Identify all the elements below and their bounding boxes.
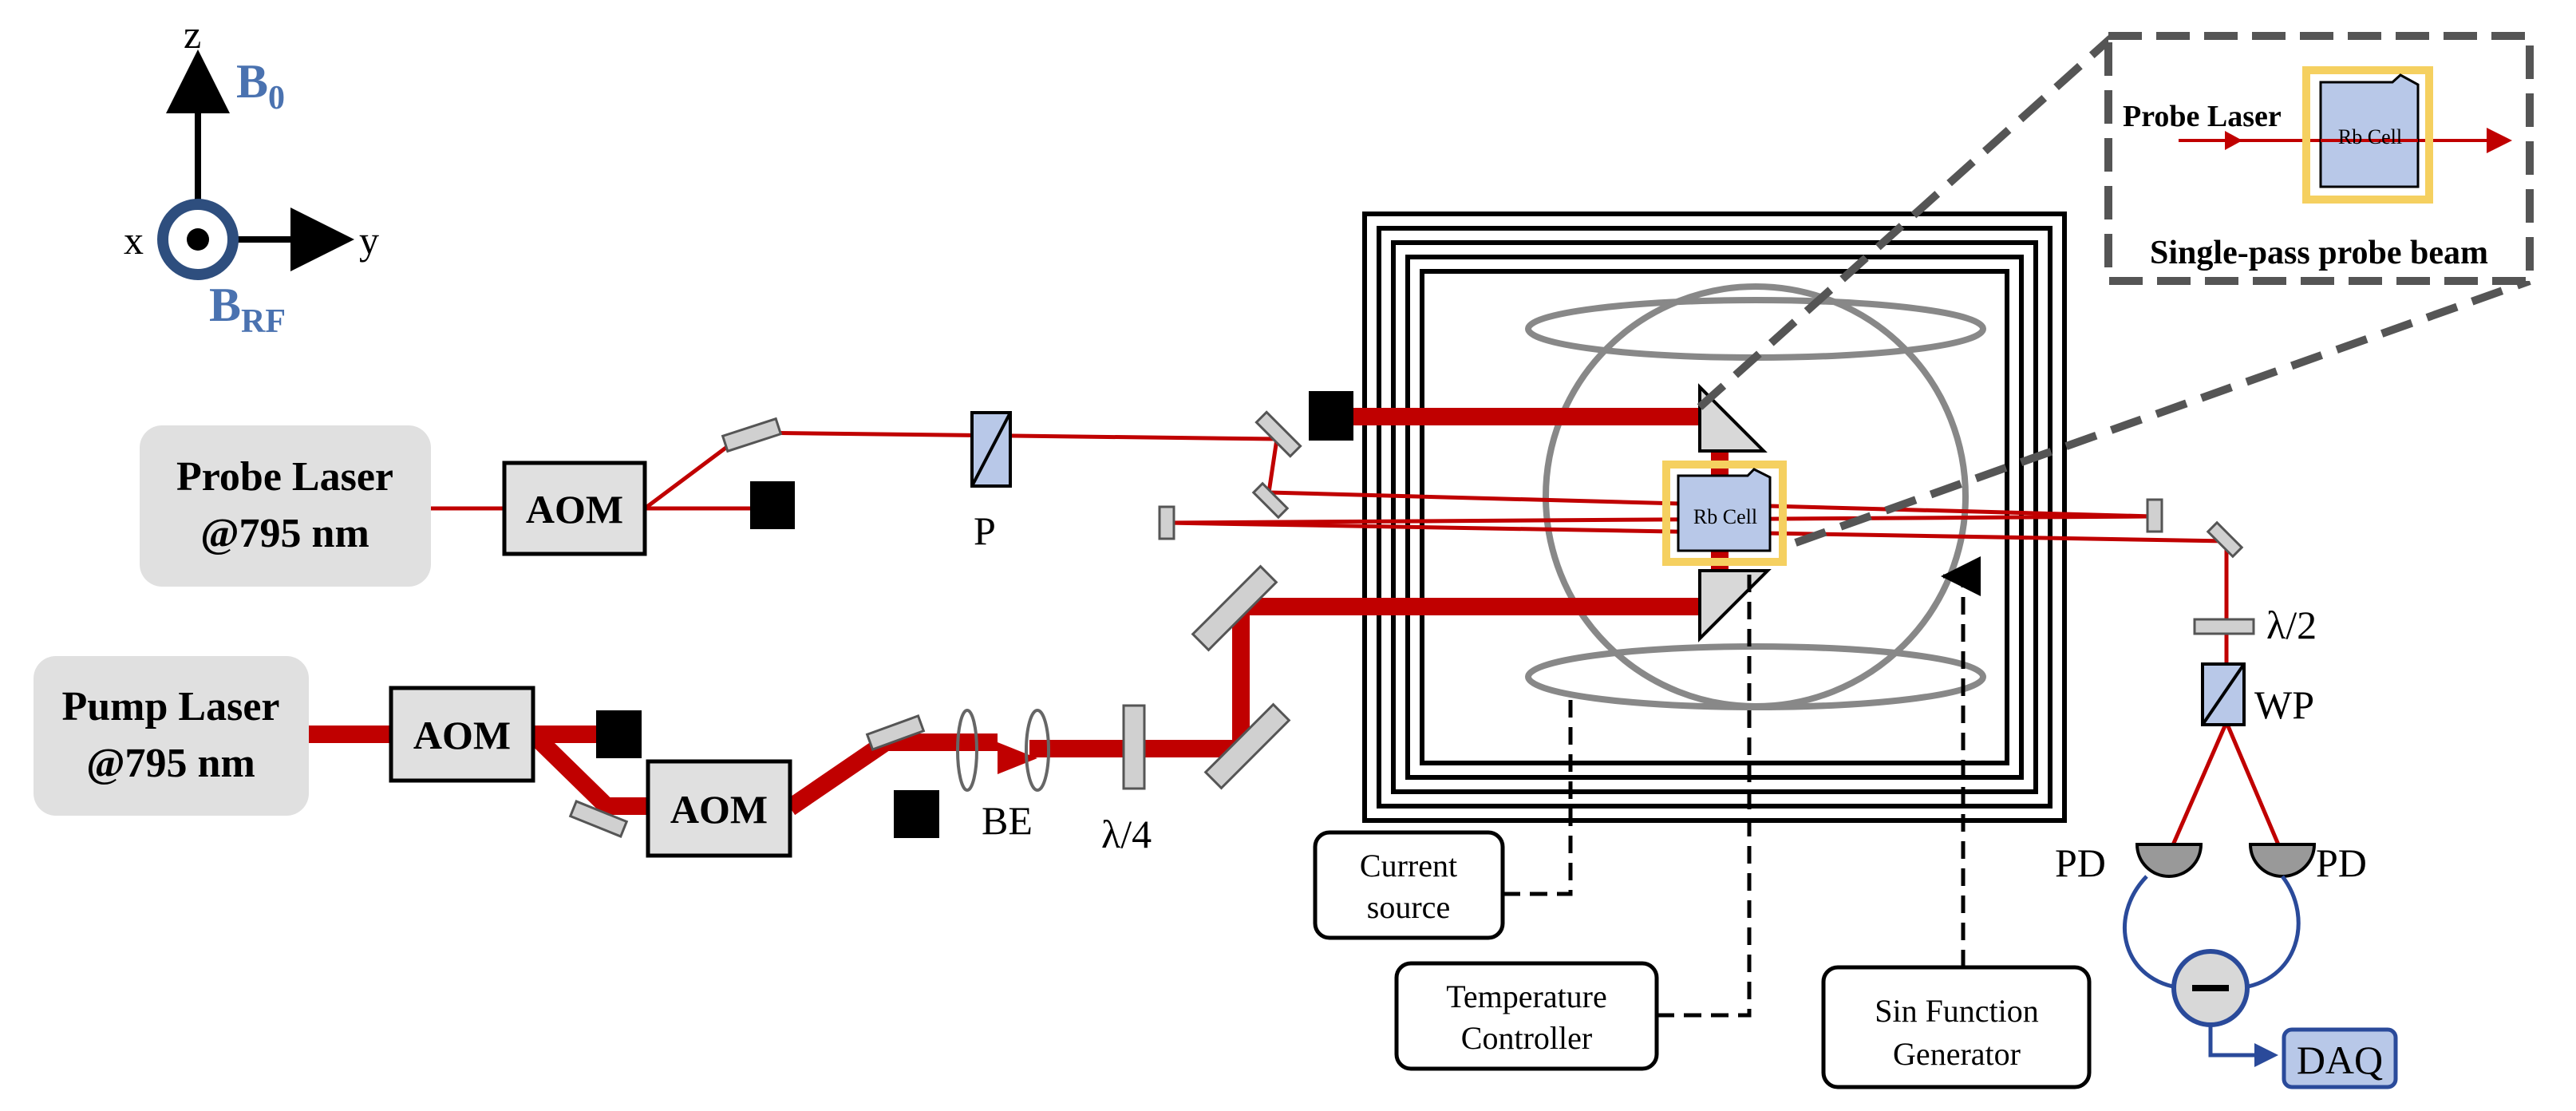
probe-laser: Probe Laser @795 nm bbox=[140, 425, 431, 587]
svg-text:Generator: Generator bbox=[1893, 1036, 2021, 1072]
rf-coil bbox=[1543, 283, 1969, 710]
quarter-wave-label: λ/4 bbox=[1101, 812, 1152, 856]
svg-text:B0: B0 bbox=[236, 55, 285, 117]
beam-dump bbox=[1309, 391, 1353, 441]
rb-cell: Rb Cell bbox=[1662, 461, 1787, 566]
control-connections bbox=[1503, 556, 1981, 1018]
mirror bbox=[1203, 702, 1291, 790]
svg-text:Temperature: Temperature bbox=[1446, 979, 1607, 1014]
mirror bbox=[1251, 481, 1290, 520]
x-axis-out-of-plane-icon bbox=[157, 199, 239, 280]
svg-text:Sin Function: Sin Function bbox=[1875, 993, 2039, 1029]
mirror bbox=[2146, 498, 2163, 533]
polarizer-label: P bbox=[974, 508, 996, 553]
signal-chain: DAQ bbox=[2122, 875, 2398, 1089]
aom-probe: AOM bbox=[502, 461, 647, 556]
daq-label: DAQ bbox=[2297, 1038, 2383, 1082]
svg-text:AOM: AOM bbox=[413, 713, 511, 757]
beam-expander: BE bbox=[956, 709, 1050, 843]
photodiodes: PD PD bbox=[2055, 840, 2367, 885]
helmholtz-coil-top bbox=[1525, 297, 1986, 361]
aom-pump-1: AOM bbox=[389, 686, 535, 783]
inset-callout-lines bbox=[1697, 35, 2531, 547]
half-wave-plate: λ/2 bbox=[2193, 603, 2317, 647]
wollaston-prism: WP bbox=[2201, 662, 2314, 727]
beam-dump bbox=[750, 481, 795, 529]
inset-probe-label: Probe Laser bbox=[2123, 100, 2282, 133]
pump-laser: Pump Laser @795 nm bbox=[34, 656, 309, 816]
svg-text:AOM: AOM bbox=[526, 487, 623, 532]
photodiode-right-label: PD bbox=[2316, 840, 2367, 885]
brf-label: B bbox=[209, 279, 241, 331]
photodiode-left-label: PD bbox=[2055, 840, 2106, 885]
beam-dump bbox=[894, 790, 939, 838]
probe-laser-name: Probe Laser bbox=[176, 454, 393, 500]
inset-caption: Single-pass probe beam bbox=[2150, 235, 2488, 271]
mirror bbox=[1254, 410, 1302, 458]
mirror bbox=[721, 417, 783, 453]
inset-cell-label: Rb Cell bbox=[2338, 125, 2402, 148]
aom-pump-2: AOM bbox=[646, 759, 792, 858]
half-wave-label: λ/2 bbox=[2266, 603, 2317, 647]
daq-box bbox=[2282, 1027, 2398, 1089]
svg-text:AOM: AOM bbox=[670, 787, 768, 832]
brf-subscript: RF bbox=[241, 303, 286, 340]
mirror bbox=[568, 800, 629, 838]
mirror bbox=[865, 714, 926, 751]
beam-dumps bbox=[596, 391, 1353, 838]
svg-text:Controller: Controller bbox=[1461, 1020, 1592, 1056]
coordinate-axes: z y x B0 BRF bbox=[124, 12, 379, 340]
x-axis-label: x bbox=[124, 218, 144, 263]
y-axis-label: y bbox=[359, 218, 379, 263]
mirrors bbox=[568, 410, 2244, 838]
svg-text:BRF: BRF bbox=[209, 279, 286, 340]
pump-laser-wavelength: @795 nm bbox=[86, 741, 255, 786]
mirror bbox=[1158, 505, 1175, 540]
sin-function-generator: Sin Function Generator bbox=[1821, 965, 2092, 1089]
single-pass-inset: Probe Laser Rb Cell Single-pass probe be… bbox=[2104, 32, 2534, 285]
svg-text:Current: Current bbox=[1360, 848, 1457, 884]
mirror bbox=[2206, 520, 2244, 559]
helmholtz-coil-bottom bbox=[1525, 643, 1986, 710]
z-axis-label: z bbox=[184, 12, 201, 57]
prism-upper bbox=[1698, 383, 1768, 453]
photodiode-left bbox=[2135, 843, 2203, 878]
mirror bbox=[1191, 564, 1278, 652]
current-source: Current source bbox=[1313, 830, 1505, 940]
quarter-wave-plate: λ/4 bbox=[1101, 704, 1152, 856]
probe-laser-wavelength: @795 nm bbox=[200, 511, 369, 556]
b0-label: B bbox=[236, 55, 268, 108]
svg-text:source: source bbox=[1367, 889, 1450, 925]
pump-laser-name: Pump Laser bbox=[62, 684, 280, 729]
polarizer: P bbox=[970, 411, 1012, 553]
temperature-controller: Temperature Controller bbox=[1394, 961, 1659, 1071]
rb-cell-label: Rb Cell bbox=[1693, 505, 1757, 528]
beam-expander-label: BE bbox=[982, 798, 1033, 843]
b0-subscript: 0 bbox=[268, 80, 285, 117]
wollaston-label: WP bbox=[2254, 682, 2314, 727]
beam-dump bbox=[596, 710, 642, 758]
prism-lower bbox=[1698, 569, 1772, 642]
photodiode-right bbox=[2248, 843, 2317, 878]
